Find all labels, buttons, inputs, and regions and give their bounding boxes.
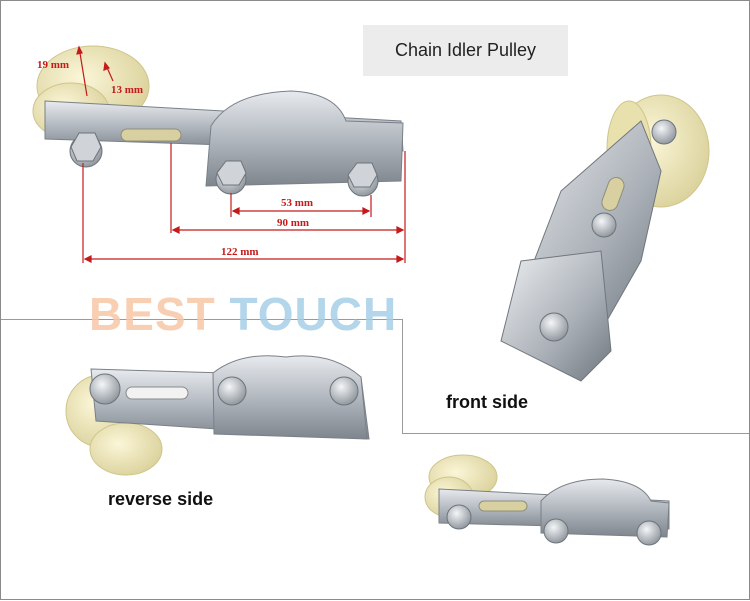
vertical-divider [402, 319, 403, 434]
dimension-lines [76, 45, 406, 263]
dimension-90mm: 90 mm [277, 217, 310, 229]
reverse-side-photo [65, 355, 370, 476]
title-text: Chain Idler Pulley [394, 40, 537, 60]
dimension-53mm: 53 mm [281, 197, 314, 209]
side-view-photo [424, 454, 670, 546]
horizontal-divider-right [402, 433, 749, 434]
title-label: Chain Idler Pulley [363, 25, 568, 76]
horizontal-divider [1, 319, 403, 320]
front-side-photo [500, 94, 710, 382]
dimension-13mm: 13 mm [111, 84, 144, 96]
main-pulley-photo [32, 45, 404, 197]
caption-reverse-side: reverse side [108, 489, 214, 509]
watermark-word-1: BEST [89, 288, 216, 340]
dimension-19mm: 19 mm [37, 59, 70, 71]
watermark-logo: BEST TOUCH [89, 287, 397, 341]
caption-front-side: front side [446, 392, 529, 412]
watermark-word-2: TOUCH [229, 288, 398, 340]
dimension-122mm: 122 mm [221, 246, 259, 258]
